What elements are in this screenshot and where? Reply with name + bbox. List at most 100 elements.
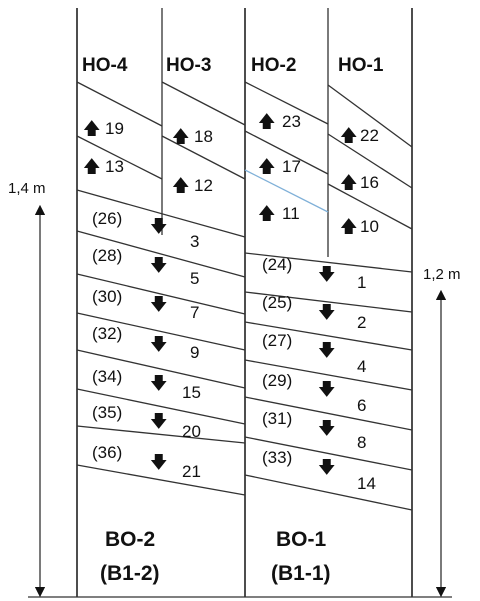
bo1-order-label: 14 [357, 474, 376, 493]
ho1-order-label: 10 [360, 217, 379, 236]
ho3-order-label: 12 [194, 176, 213, 195]
ho4-slice-line [76, 81, 163, 127]
bo1-paren-label: (33) [262, 448, 292, 467]
bo1-slice-lines [244, 291, 413, 511]
bo1-order-label: 2 [357, 313, 366, 332]
bo2-paren-label: (36) [92, 443, 122, 462]
up-arrow-icon: 🡅 [258, 204, 275, 223]
bo1-order-label: 6 [357, 396, 366, 415]
down-arrow-icon: 🡇 [318, 419, 335, 438]
ho4-sequence: 🡅 19 🡅 13 [83, 119, 124, 176]
up-arrow-icon: 🡅 [172, 127, 189, 146]
ho2-order-label: 11 [282, 204, 300, 223]
up-arrow-icon: 🡅 [83, 119, 100, 138]
bo2-name: BO-2 [105, 528, 155, 551]
ho3-slice-line [161, 81, 246, 126]
ho2-slice-line [244, 130, 329, 175]
up-arrow-icon: 🡅 [172, 176, 189, 195]
bo2-code: (B1-2) [100, 562, 160, 585]
bo1-paren-label: (29) [262, 371, 292, 390]
bo2-sequence: (26) 🡇 3 (28) 🡇 5 (30) 🡇 7 (32) 🡇 9 (34)… [92, 209, 201, 481]
ho3-sequence: 🡅 18 🡅 12 [172, 127, 213, 195]
ho1-sequence: 🡅 22 🡅 16 🡅 10 [340, 126, 379, 236]
down-arrow-icon: 🡇 [150, 412, 167, 431]
up-arrow-icon: 🡅 [340, 126, 357, 145]
ho2-slice-line [244, 81, 329, 125]
bo-labels: BO-2 (B1-2) BO-1 (B1-1) [100, 528, 331, 585]
bo1-order-label: 8 [357, 433, 366, 452]
up-arrow-icon: 🡅 [258, 157, 275, 176]
bo1-slice-line [244, 474, 413, 511]
ho2-order-label: 17 [282, 157, 301, 176]
bo1-slice-line [244, 321, 413, 351]
down-arrow-icon: 🡇 [150, 256, 167, 275]
bo2-paren-label: (30) [92, 287, 122, 306]
bo1-order-label: 1 [357, 273, 366, 292]
bo2-slice-lines [76, 230, 246, 496]
walls [28, 8, 452, 598]
header-ho1: HO-1 [338, 55, 384, 76]
ho1-order-label: 22 [360, 126, 379, 145]
bo2-paren-label: (28) [92, 246, 122, 265]
bo2-slice-line [76, 425, 246, 444]
up-arrow-icon: 🡅 [258, 112, 275, 131]
ho3-slice-line [161, 135, 246, 180]
ho1-slice-line [327, 183, 413, 230]
bo2-paren-label: (35) [92, 403, 122, 422]
bo2-order-label: 9 [190, 343, 199, 362]
bo2-slice-line [76, 230, 246, 278]
bo2-slice-line [76, 464, 246, 496]
bo1-paren-label: (31) [262, 409, 292, 428]
down-arrow-icon: 🡇 [318, 303, 335, 322]
up-arrow-icon: 🡅 [340, 173, 357, 192]
down-arrow-icon: 🡇 [318, 458, 335, 477]
down-arrow-icon: 🡇 [150, 217, 167, 236]
ho1-slice-line [327, 84, 413, 148]
down-arrow-icon: 🡇 [150, 295, 167, 314]
ho-slice-lines [76, 81, 413, 273]
bo2-order-label: 7 [190, 303, 199, 322]
down-arrow-icon: 🡇 [318, 380, 335, 399]
bo1-top-line [244, 252, 413, 273]
down-arrow-icon: 🡇 [318, 341, 335, 360]
ho1-slice-line [327, 133, 413, 189]
bo2-order-label: 3 [190, 232, 199, 251]
up-arrow-icon: 🡅 [83, 157, 100, 176]
bo1-paren-label: (24) [262, 255, 292, 274]
ho4-slice-line [76, 135, 163, 180]
down-arrow-icon: 🡇 [150, 374, 167, 393]
bo1-order-label: 4 [357, 357, 366, 376]
ho4-order-label: 19 [105, 119, 124, 138]
bo1-code: (B1-1) [271, 562, 331, 585]
bo2-slice-line [76, 388, 246, 425]
bo1-slice-line [244, 396, 413, 431]
bo2-paren-label: (32) [92, 324, 122, 343]
down-arrow-icon: 🡇 [318, 265, 335, 284]
ho1-order-label: 16 [360, 173, 379, 192]
header-ho3: HO-3 [166, 55, 211, 76]
bo2-slice-line [76, 312, 246, 351]
ho2-slice-line-blue [244, 169, 329, 213]
bo1-paren-label: (25) [262, 293, 292, 312]
bo1-name: BO-1 [276, 528, 326, 551]
bo2-slice-line [76, 273, 246, 315]
ho2-order-label: 23 [282, 112, 301, 131]
bo2-paren-label: (26) [92, 209, 122, 228]
bo2-top-line [76, 189, 246, 238]
bo1-sequence: (24) 🡇 1 (25) 🡇 2 (27) 🡇 4 (29) 🡇 6 (31)… [262, 255, 376, 493]
ho2-sequence: 🡅 23 🡅 17 🡅 11 [258, 112, 301, 223]
ho4-order-label: 13 [105, 157, 124, 176]
ho3-order-label: 18 [194, 127, 213, 146]
bo1-paren-label: (27) [262, 331, 292, 350]
headers: HO-4 HO-3 HO-2 HO-1 [82, 55, 384, 76]
bo2-paren-label: (34) [92, 367, 122, 386]
bo1-slice-line [244, 291, 413, 313]
bo2-order-label: 5 [190, 269, 199, 288]
dimension-label-left: 1,4 m [8, 180, 46, 197]
bo2-order-label: 21 [182, 462, 201, 481]
bo1-slice-line [244, 359, 413, 391]
header-ho4: HO-4 [82, 55, 128, 76]
dimension-label-right: 1,2 m [423, 266, 461, 283]
bo1-slice-line [244, 436, 413, 471]
